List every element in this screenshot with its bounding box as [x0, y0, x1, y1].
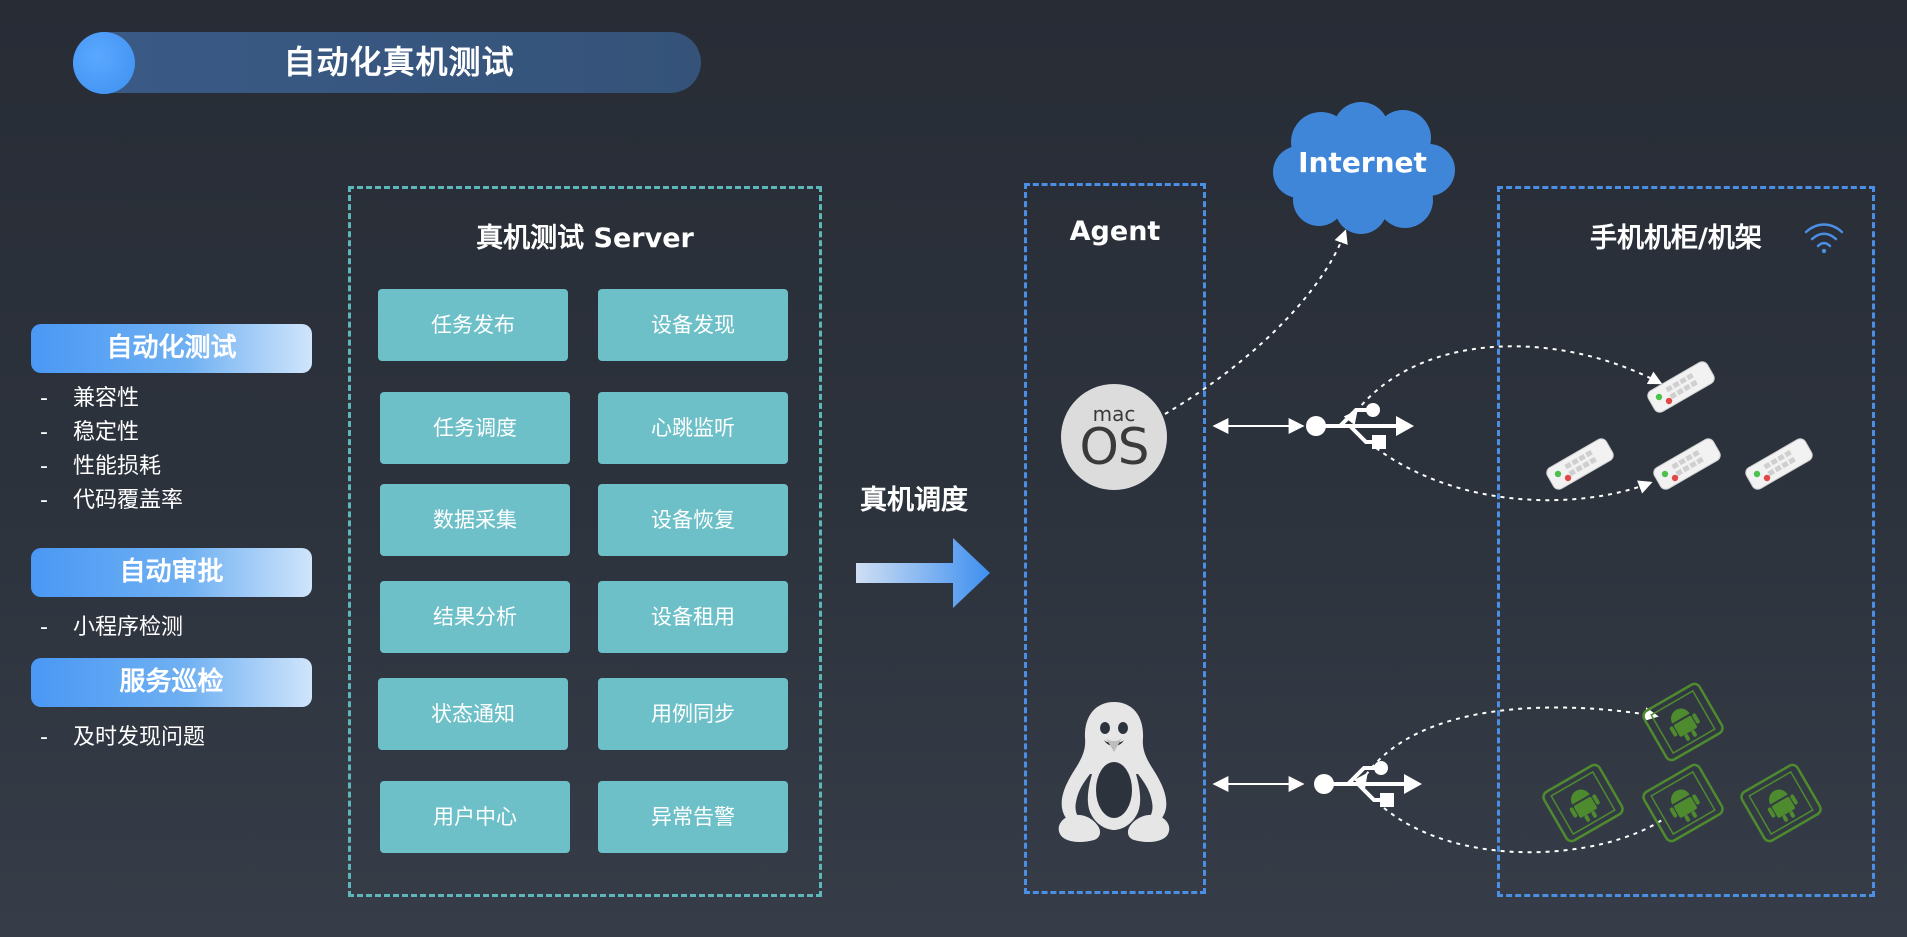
module-data-collection: 数据采集	[380, 484, 570, 556]
page-title: 自动化真机测试	[283, 43, 515, 81]
list-item: -兼容性	[40, 386, 140, 411]
android-phone-icon	[1540, 761, 1626, 845]
module-exception-alert: 异常告警	[598, 781, 788, 853]
cloud-icon	[1273, 102, 1455, 234]
rack-title: 手机机柜/机架	[1590, 223, 1762, 254]
category-service-inspection: 服务巡检	[31, 658, 312, 707]
android-phone-icon	[1640, 761, 1726, 845]
module-status-notify: 状态通知	[378, 678, 568, 750]
module-task-scheduling: 任务调度	[380, 392, 570, 464]
usb-icon	[1304, 401, 1416, 451]
server-box	[348, 186, 822, 897]
iphone-icon	[1544, 436, 1616, 492]
internet-label: Internet	[1298, 146, 1427, 179]
linux-tux-icon	[1058, 702, 1170, 842]
category-automation-test: 自动化测试	[31, 324, 312, 373]
title-dot-icon	[73, 32, 135, 94]
module-result-analysis: 结果分析	[380, 581, 570, 653]
macos-logo-icon: mac OS	[1061, 384, 1167, 490]
iphone-icon	[1743, 436, 1815, 492]
internet-link-line	[1164, 229, 1348, 415]
wifi-icon	[1804, 223, 1844, 254]
agent-box	[1024, 183, 1206, 894]
category-auto-approval: 自动审批	[31, 548, 312, 597]
dispatch-arrow-icon	[856, 538, 990, 608]
module-case-sync: 用例同步	[598, 678, 788, 750]
usb-icon	[1312, 759, 1424, 809]
module-device-discovery: 设备发现	[598, 289, 788, 361]
title-banner	[73, 32, 701, 93]
list-item: -代码覆盖率	[40, 488, 184, 513]
iphone-icon	[1645, 359, 1717, 415]
android-phone-icon	[1640, 680, 1726, 764]
android-phone-icon	[1738, 761, 1824, 845]
server-title: 真机测试 Server	[476, 223, 694, 254]
module-user-center: 用户中心	[380, 781, 570, 853]
module-heartbeat: 心跳监听	[598, 392, 788, 464]
module-device-recovery: 设备恢复	[598, 484, 788, 556]
list-item: -性能损耗	[40, 454, 162, 479]
list-item: -小程序检测	[40, 615, 184, 640]
list-item: -及时发现问题	[40, 725, 206, 750]
rack-box	[1497, 186, 1875, 897]
module-device-rental: 设备租用	[598, 581, 788, 653]
module-task-publish: 任务发布	[378, 289, 568, 361]
agent-title: Agent	[1069, 216, 1161, 247]
iphone-icon	[1651, 436, 1723, 492]
dispatch-label: 真机调度	[860, 485, 968, 516]
list-item: -稳定性	[40, 420, 140, 445]
